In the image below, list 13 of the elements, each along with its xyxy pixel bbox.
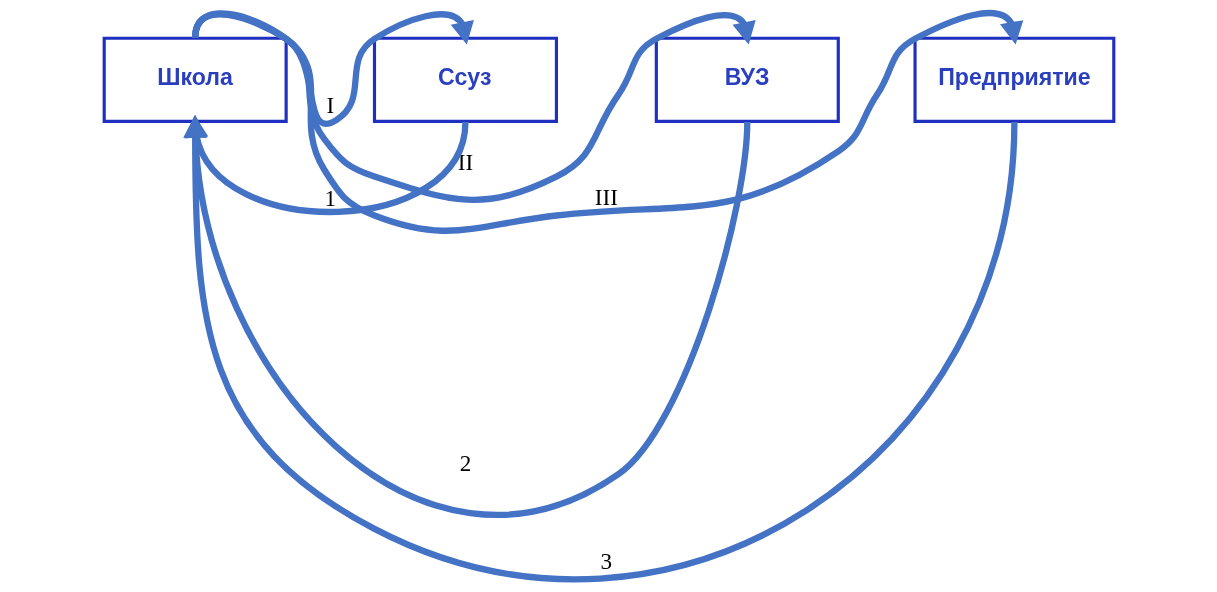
edge-label: 1	[324, 184, 336, 211]
arrow	[191, 11, 474, 127]
edge-label: 3	[600, 548, 612, 575]
edge-label: III	[594, 183, 618, 210]
edge-label: I	[325, 92, 334, 119]
node-box: ВУЗ	[654, 36, 840, 123]
node-box: Школа	[102, 36, 288, 123]
edge-label: 2	[459, 449, 471, 476]
arrow	[191, 10, 1023, 234]
arrow	[191, 10, 756, 203]
node-box: Предприятие	[912, 36, 1115, 123]
node-box: Ссуз	[372, 36, 558, 123]
edge-label: II	[457, 148, 473, 175]
